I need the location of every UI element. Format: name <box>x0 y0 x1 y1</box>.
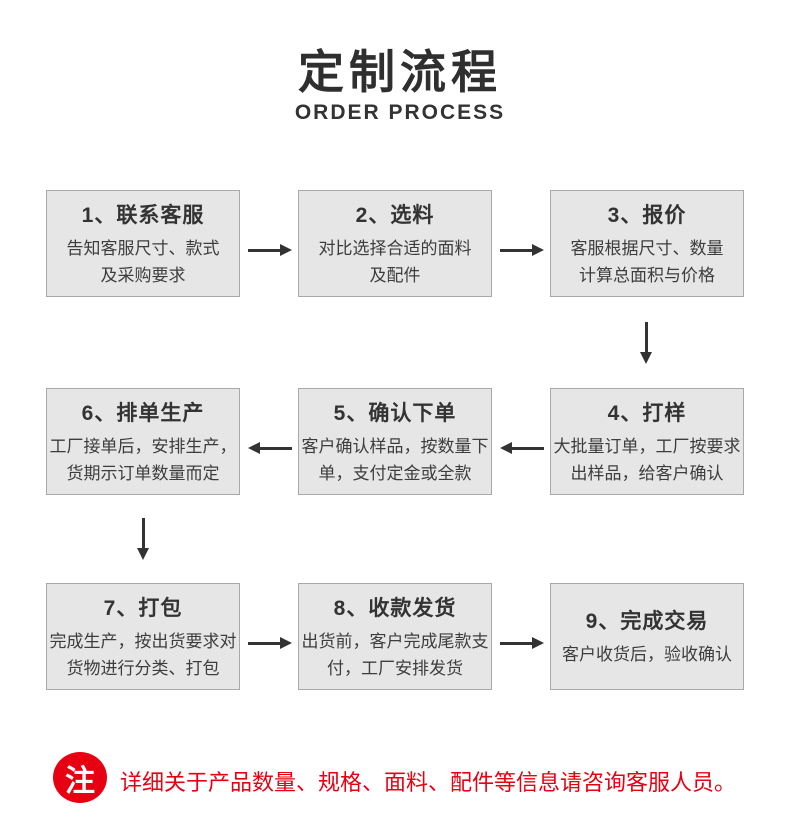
step-desc-line: 大批量订单，工厂按要求 <box>553 436 741 456</box>
step-box-7-packing: 7、打包 完成生产，按出货要求对 货物进行分类、打包 <box>46 583 240 690</box>
step-box-1-contact-service: 1、联系客服 告知客服尺寸、款式 及采购要求 <box>46 190 240 297</box>
step-title: 8、收款发货 <box>333 596 457 620</box>
step-desc-line: 计算总面积与价格 <box>579 265 715 285</box>
step-desc-line: 货物进行分类、打包 <box>66 658 220 678</box>
step-desc-line: 客户确认样品，按数量下 <box>301 436 489 456</box>
note-text: 详细关于产品数量、规格、面料、配件等信息请咨询客服人员。 <box>120 770 737 795</box>
step-title: 4、打样 <box>607 401 687 425</box>
step-desc-line: 货期示订单数量而定 <box>66 463 220 483</box>
step-box-2-select-material: 2、选料 对比选择合适的面料 及配件 <box>298 190 492 297</box>
arrow-left-step5-to-step6-icon <box>248 442 292 454</box>
step-desc-line: 单，支付定金或全款 <box>318 463 472 483</box>
step-desc-line: 出样品，给客户确认 <box>570 463 724 483</box>
arrow-right-step2-to-step3-icon <box>500 244 544 256</box>
step-desc-line: 及采购要求 <box>100 265 186 285</box>
step-desc-line: 对比选择合适的面料 <box>318 238 472 258</box>
step-desc-line: 完成生产，按出货要求对 <box>49 631 237 651</box>
step-desc-line: 工厂接单后，安排生产， <box>49 436 237 456</box>
step-box-5-confirm-order: 5、确认下单 客户确认样品，按数量下 单，支付定金或全款 <box>298 388 492 495</box>
step-desc-line: 客户收货后，验收确认 <box>562 645 732 664</box>
step-desc-line: 告知客服尺寸、款式 <box>66 238 220 258</box>
step-title: 7、打包 <box>103 596 183 620</box>
arrow-right-step7-to-step8-icon <box>248 637 292 649</box>
step-desc-line: 出货前，客户完成尾款支 <box>301 631 489 651</box>
step-box-8-payment-shipping: 8、收款发货 出货前，客户完成尾款支 付，工厂安排发货 <box>298 583 492 690</box>
arrow-right-step8-to-step9-icon <box>500 637 544 649</box>
step-title: 1、联系客服 <box>81 203 205 227</box>
step-box-6-schedule-production: 6、排单生产 工厂接单后，安排生产， 货期示订单数量而定 <box>46 388 240 495</box>
arrow-down-step6-to-step7-icon <box>137 518 149 560</box>
step-title: 6、排单生产 <box>81 401 205 425</box>
step-box-9-complete-transaction: 9、完成交易 客户收货后，验收确认 <box>550 583 744 690</box>
step-title: 9、完成交易 <box>585 610 709 633</box>
note-badge-icon: 注 <box>53 752 107 803</box>
step-desc-line: 客服根据尺寸、数量 <box>570 238 724 258</box>
step-box-3-quotation: 3、报价 客服根据尺寸、数量 计算总面积与价格 <box>550 190 744 297</box>
page-title: 定制流程 <box>298 46 502 98</box>
page-subtitle: ORDER PROCESS <box>294 101 506 124</box>
step-desc-line: 付，工厂安排发货 <box>327 658 463 678</box>
step-title: 5、确认下单 <box>333 401 457 425</box>
arrow-down-step3-to-step4-icon <box>640 322 652 364</box>
arrow-left-step4-to-step5-icon <box>500 442 544 454</box>
step-desc-line: 及配件 <box>369 265 421 285</box>
step-title: 2、选料 <box>355 203 435 227</box>
step-box-4-sampling: 4、打样 大批量订单，工厂按要求 出样品，给客户确认 <box>550 388 744 495</box>
arrow-right-step1-to-step2-icon <box>248 244 292 256</box>
step-title: 3、报价 <box>607 203 687 227</box>
